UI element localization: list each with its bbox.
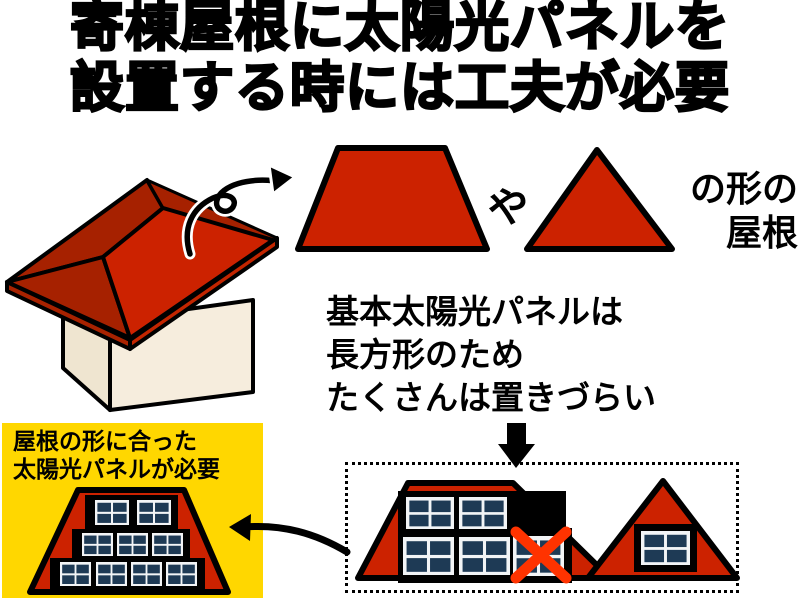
house-illustration	[5, 178, 279, 412]
or-connector: や	[482, 178, 536, 237]
shape-caption-line-1: の形の	[689, 169, 798, 210]
shape-caption-line-2: 屋根	[725, 213, 798, 254]
solution-box: 屋根の形に合った 太陽光パネルが必要	[2, 423, 263, 598]
trapezoid-roof-shape	[295, 145, 490, 252]
problem-text: 基本太陽光パネルは 長方形のため たくさんは置きづらい	[326, 290, 656, 419]
solution-line-1: 屋根の形に合った	[13, 429, 197, 455]
solution-line-2: 太陽光パネルが必要	[13, 457, 220, 483]
bad-examples-box	[345, 462, 739, 593]
problem-line-1: 基本太陽光パネルは	[326, 292, 623, 331]
problem-line-3: たくさんは置きづらい	[326, 378, 656, 417]
curved-arrow-icon	[181, 162, 298, 260]
solution-text: 屋根の形に合った 太陽光パネルが必要	[2, 423, 263, 484]
problem-line-2: 長方形のため	[326, 335, 524, 374]
triangle-roof-shape	[524, 147, 675, 252]
main-title: 寄棟屋根に太陽光パネルを 設置する時には工夫が必要	[0, 0, 800, 120]
roof-shape-caption: の形の 屋根	[668, 168, 798, 256]
title-line-2: 設置する時には工夫が必要	[69, 56, 731, 120]
title-line-1: 寄棟屋根に太陽光パネルを	[69, 0, 731, 58]
